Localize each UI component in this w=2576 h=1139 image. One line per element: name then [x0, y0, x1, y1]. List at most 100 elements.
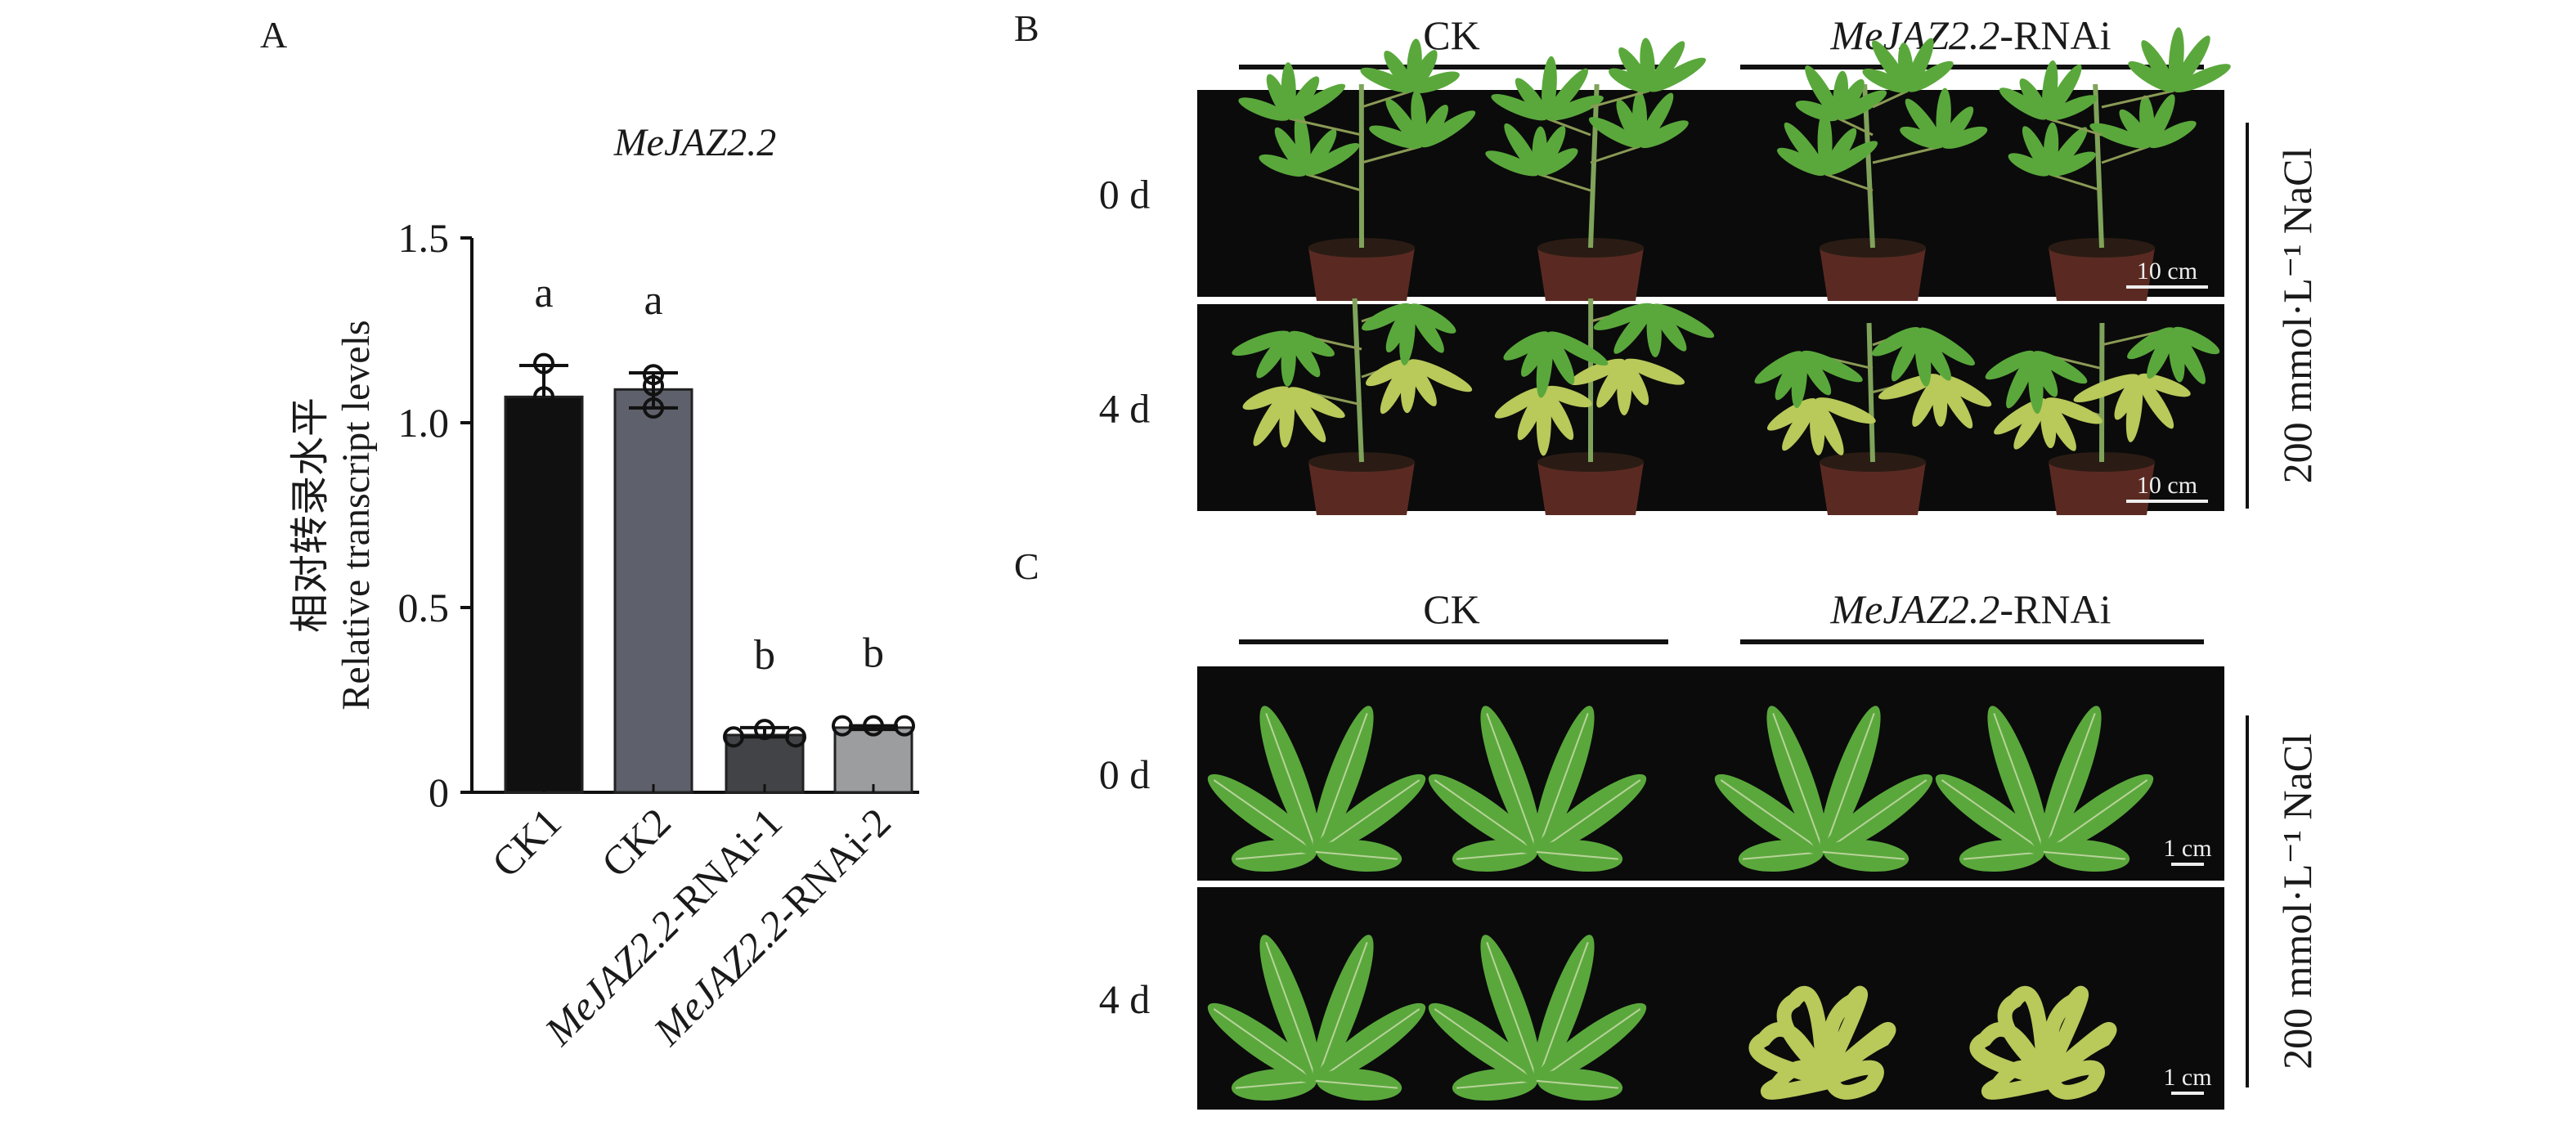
leaf-vein	[1213, 1008, 1317, 1082]
leaf-lobe	[1304, 129, 1337, 175]
detached-leaf	[1935, 706, 2154, 872]
leaf-lobe	[1544, 385, 1592, 408]
leaf-vein	[1316, 1008, 1420, 1082]
leaf-lobe	[1485, 150, 1539, 177]
leaf-vein	[2044, 779, 2148, 853]
leaf-lobe	[1409, 359, 1473, 392]
leaf-lobe	[1937, 375, 1973, 429]
detached-leaf	[1207, 935, 1426, 1101]
leaf-lobe	[1652, 303, 1715, 339]
group-label-rnai-suffix: -RNAi	[1999, 12, 2111, 58]
leaf-lobe	[2147, 94, 2175, 147]
leaf-lobe	[2173, 35, 2210, 92]
leaf-lobe	[1420, 110, 1476, 148]
petiole	[1824, 173, 1874, 192]
leaf-lobe	[1985, 350, 2035, 380]
leaf-vein	[1486, 942, 1538, 1082]
day-label: 0 d	[1099, 172, 1151, 217]
chart-title: MeJAZ2.2	[613, 121, 777, 164]
petiole	[1590, 145, 1641, 164]
y-axis-label: 相对转录水平 Relative transcript levels	[289, 320, 378, 710]
data-point	[643, 397, 664, 419]
petiole	[1361, 89, 1413, 109]
curled-lobe	[1997, 986, 2058, 1087]
group-label-rnai-gene: MeJAZ2.2	[1830, 12, 2000, 58]
leaf-vein	[1823, 779, 1928, 853]
leaf-vein	[1316, 779, 1420, 853]
leaf-lobe	[1609, 68, 1650, 93]
petiole	[1361, 145, 1422, 164]
leaf-lobe	[1256, 332, 1291, 379]
leaf-lobe	[2128, 61, 2174, 92]
leaf-vein	[1537, 942, 1589, 1082]
leaf-lobe	[1838, 90, 1887, 120]
bar-1	[504, 395, 584, 794]
leaf-lobe	[1795, 100, 1839, 122]
x-tick-label-suffix: -RNAi-2	[764, 799, 899, 934]
pot	[1537, 462, 1644, 515]
photo-4d: 1 cm	[1197, 887, 2224, 1110]
group-label-rnai-suffix: -RNAi	[1999, 586, 2111, 632]
leaf-vein	[1213, 779, 1317, 853]
leaf-lobe	[1546, 68, 1588, 119]
leaf-lobe	[1640, 38, 1655, 92]
leaf-lobe	[2148, 120, 2197, 149]
leaf-lobe	[1517, 388, 1546, 441]
leaf-lobe	[1640, 120, 1689, 149]
photo-4d: 10 cm	[1197, 298, 2224, 515]
stem	[1866, 322, 1875, 463]
leaf-vein	[1537, 779, 1641, 853]
y-axis-label-cn: 相对转录水平	[289, 397, 332, 633]
leaf-lobe	[1766, 397, 1817, 431]
data-point	[723, 726, 744, 748]
plant	[1985, 322, 2220, 515]
leaf-vein	[1486, 713, 1538, 853]
leaf-lobe	[1542, 388, 1574, 441]
detached-leaf	[1714, 706, 1933, 872]
leaf-lobe	[2137, 375, 2174, 429]
plant	[1754, 322, 1992, 515]
bar-4	[833, 726, 913, 794]
leaf-lobe	[2089, 123, 2150, 149]
leaf-vein	[1537, 1080, 1618, 1089]
plant	[1494, 298, 1715, 515]
leaf-lobe	[1872, 326, 1920, 356]
leaf-vein	[1316, 942, 1368, 1082]
leaf-lobe	[1537, 126, 1566, 175]
scale-bar-label: 1 cm	[2163, 835, 2211, 862]
petiole	[2049, 173, 2103, 192]
leaf-lobe	[1384, 51, 1414, 92]
leaf-lobe	[1380, 360, 1411, 415]
petiole	[1305, 173, 1362, 192]
petiole	[1546, 117, 1591, 137]
stem	[1352, 298, 1364, 463]
curled-lobe	[2041, 1060, 2105, 1100]
group-label-ck: CK	[1423, 586, 1479, 632]
treatment-label: 200 mmol·L⁻¹ NaCl	[2274, 148, 2320, 484]
y-tick-label: 0	[429, 769, 449, 815]
leaf-vein	[1265, 942, 1317, 1082]
leaf-vein	[1537, 713, 1589, 853]
plant	[1232, 298, 1473, 515]
y-tick-label: 0.5	[398, 585, 450, 630]
pot	[1820, 462, 1926, 515]
leaf-lobe	[1289, 330, 1335, 357]
leaf-lobe	[1941, 126, 1988, 149]
leaf-vein	[1993, 713, 2045, 853]
y-axis-label-en: Relative transcript levels	[334, 320, 378, 710]
detached-leaf	[1428, 935, 1647, 1101]
plant	[1238, 38, 1476, 301]
stem	[2093, 83, 2104, 249]
leaf-vein	[1236, 851, 1317, 860]
leaf-vein	[1772, 713, 1824, 853]
leaf-lobe	[1837, 78, 1865, 119]
data-point	[643, 374, 664, 397]
leaf-lobe	[1232, 330, 1290, 356]
leaf-lobe	[1651, 304, 1687, 352]
plant	[1485, 38, 1706, 301]
x-tick-label-suffix: CK1	[482, 799, 569, 886]
leaf-vein	[1537, 851, 1618, 860]
leaf-lobe	[1305, 142, 1360, 176]
leaf-lobe	[1900, 126, 1943, 149]
petiole	[1872, 145, 1943, 164]
